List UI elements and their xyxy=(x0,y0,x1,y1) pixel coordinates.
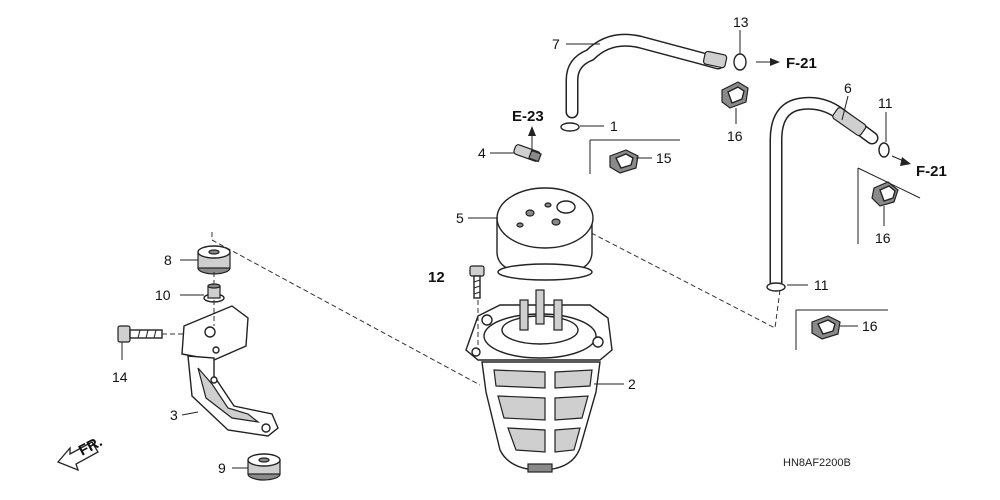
callout-5: 5 xyxy=(456,210,464,226)
callout-12: 12 xyxy=(428,269,445,286)
hose-7 xyxy=(565,33,728,119)
callout-13: 13 xyxy=(733,14,749,30)
callout-6: 6 xyxy=(844,80,852,96)
clip-16-bottom xyxy=(811,315,841,340)
callout-16-bottom: 16 xyxy=(862,318,878,334)
canister-cover-5 xyxy=(496,187,594,281)
callout-16-right: 16 xyxy=(875,230,891,246)
callout-9: 9 xyxy=(218,460,226,476)
callout-15: 15 xyxy=(656,150,672,166)
ref-e23: E-23 xyxy=(512,108,544,125)
clip-15 xyxy=(609,149,639,174)
leader-lines xyxy=(121,30,887,469)
callout-11-lower: 11 xyxy=(814,277,829,293)
callout-10: 10 xyxy=(155,287,171,303)
clamp-11-upper xyxy=(878,142,890,158)
collar-10 xyxy=(203,283,225,303)
callout-4: 4 xyxy=(478,145,486,161)
joint-4 xyxy=(513,144,542,163)
callout-16-top: 16 xyxy=(727,128,743,144)
callout-8: 8 xyxy=(164,252,172,268)
reference-arrow-icon xyxy=(528,58,911,166)
group-frames xyxy=(589,139,921,350)
diagram-code: HN8AF2200B xyxy=(783,457,851,469)
rubber-mount-9 xyxy=(247,453,281,481)
hose-6 xyxy=(769,96,879,289)
clip-16-right xyxy=(871,181,899,207)
bolt-14 xyxy=(117,325,186,343)
callout-1: 1 xyxy=(610,118,618,134)
assembly-guide-lines xyxy=(211,221,781,386)
callout-14: 14 xyxy=(112,369,128,385)
clamp-11-lower xyxy=(766,282,786,292)
callout-11-upper: 11 xyxy=(878,95,893,111)
callout-2: 2 xyxy=(628,376,636,392)
ref-f21-right: F-21 xyxy=(916,163,947,180)
canister-2 xyxy=(465,289,613,473)
clamp-1 xyxy=(560,122,580,132)
front-direction-arrow-icon xyxy=(56,441,99,472)
clamp-13 xyxy=(733,53,747,71)
bolt-12 xyxy=(469,265,485,299)
clip-16-top xyxy=(721,81,749,109)
ref-f21-top: F-21 xyxy=(786,55,817,72)
rubber-mount-8 xyxy=(197,245,231,275)
callout-7: 7 xyxy=(552,36,560,52)
callout-3: 3 xyxy=(170,407,178,423)
bracket-3 xyxy=(181,305,279,437)
